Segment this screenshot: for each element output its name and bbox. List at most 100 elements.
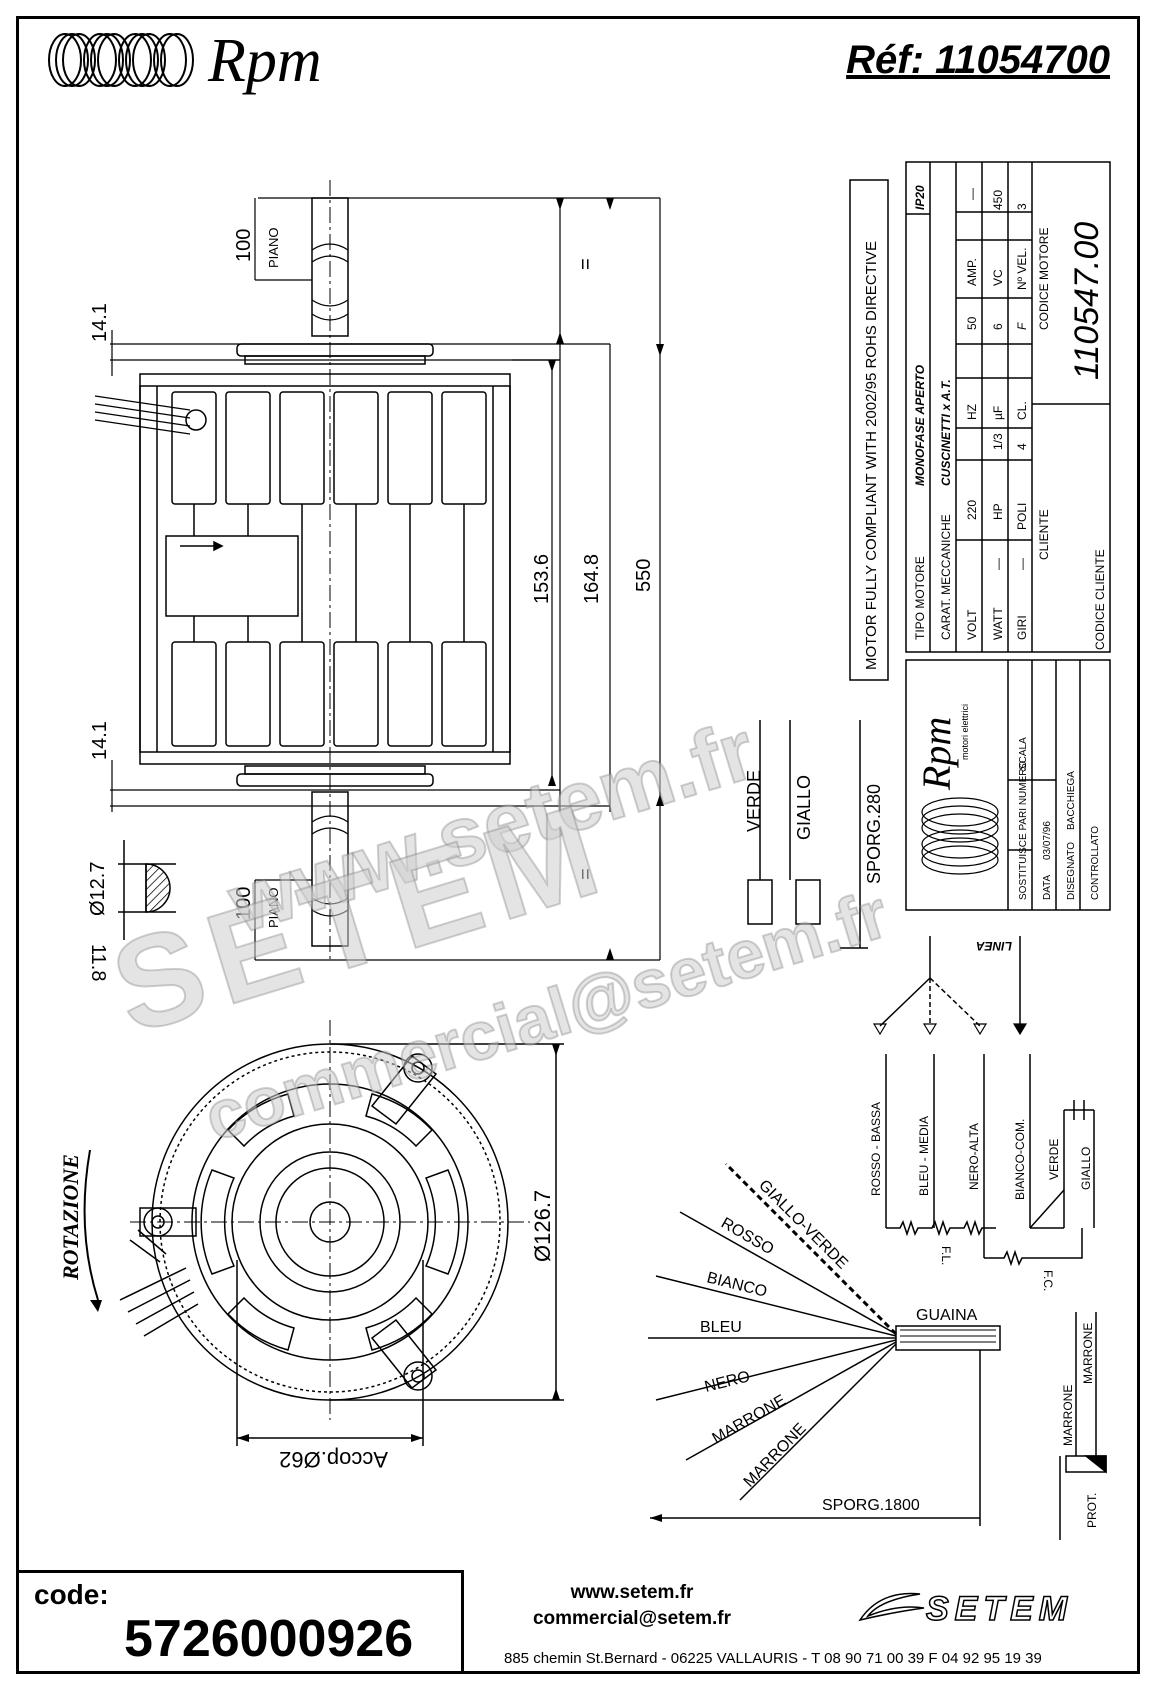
motor-side-view (94, 180, 511, 960)
dim-14-1-top: 14.1 (89, 303, 111, 342)
address: 885 chemin St.Bernard - 06225 VALLAURIS … (504, 1650, 1042, 1667)
wiring-arrows (872, 1023, 1028, 1036)
spec-tipo-value: MONOFASE APERTO (913, 364, 927, 486)
wire-nero-alta: NERO-ALTA (967, 1123, 981, 1190)
tb-data-value: 03/07/96 (1042, 821, 1053, 860)
spec-nvel-value: 3 (1015, 203, 1029, 210)
spec-giri-value: — (1015, 558, 1029, 570)
wire-fc: F.C. (1041, 1270, 1055, 1291)
spec-codice-motore-label: CODICE MOTORE (1037, 228, 1051, 330)
cable-arrow (650, 1514, 662, 1522)
prot-marrone-2: MARRONE (1081, 1323, 1095, 1384)
code-box: code: 5726000926 (16, 1570, 464, 1674)
dim-14-1-bottom: 14.1 (89, 721, 111, 760)
spec-uf-value: 6 (991, 323, 1005, 330)
tb-data-label: DATA (1042, 874, 1053, 900)
prot-label: PROT. (1085, 1493, 1099, 1528)
spec-codice-motore-value: 110547.00 (1068, 222, 1106, 380)
dimension-lines (110, 197, 661, 961)
setem-swoosh-icon (858, 1592, 925, 1622)
spec-amp-value: — (965, 188, 979, 200)
spec-ip: IP20 (913, 185, 927, 210)
tb-brand-sub: motori elettrici (960, 704, 970, 760)
cable-sporg-1800: SPORG.1800 (822, 1497, 920, 1514)
tb-scala-label: SCALA (1018, 737, 1029, 770)
rpm-coil-logo (48, 33, 194, 87)
wire-giallo: GIALLO (1079, 1147, 1093, 1190)
tb-coil-logo (921, 797, 999, 875)
spec-poli-label: POLI (1015, 503, 1029, 530)
code-value: 5726000926 (124, 1610, 414, 1668)
wiring-diagram (879, 936, 1095, 1267)
wire-rosso-bassa: ROSSO - BASSA (869, 1102, 883, 1196)
dimension-arrows (548, 198, 664, 960)
lead-giallo: GIALLO (794, 775, 814, 840)
cable-marrone-1: MARRONE (710, 1392, 789, 1448)
dim-550: 550 (633, 559, 655, 592)
compliance-text: MOTOR FULLY COMPLIANT WITH 2002/95 ROHS … (863, 241, 880, 670)
spec-hz-value: 50 (965, 316, 979, 330)
spec-amp-label: AMP. (965, 258, 979, 286)
dim-eq-bottom: = (575, 868, 597, 880)
tb-disegnato-value: BACCHIEGA (1066, 771, 1077, 830)
spec-codice-cliente-label: CODICE CLIENTE (1093, 549, 1107, 650)
spec-carat-label: CARAT. MECCANICHE (939, 514, 953, 640)
spec-carat-value: CUSCINETTI x A.T. (939, 379, 953, 486)
wire-bleu-media: BLEU - MEDIA (917, 1116, 931, 1196)
tb-brand: Rpm (914, 717, 959, 791)
lead-sporg-280: SPORG.280 (864, 784, 884, 884)
wire-verde: VERDE (1047, 1139, 1061, 1180)
dim-12-7: Ø12.7 (87, 862, 109, 916)
spec-watt-value: — (991, 558, 1005, 570)
spec-hp-label: HP (991, 503, 1005, 520)
dim-100-top: 100 (233, 229, 255, 262)
spec-tipo-label: TIPO MOTORE (913, 556, 927, 640)
spec-cl-label: CL. (1015, 401, 1029, 420)
dim-piano-top: PIANO (266, 228, 281, 268)
setem-logo: SETEM (925, 1589, 1074, 1629)
email-link[interactable]: commercial@setem.fr (532, 1607, 732, 1629)
footer: code: 5726000926 www.setem.fr commercial… (16, 1570, 1140, 1674)
spec-nvel-label: Nº VEL. (1015, 248, 1029, 290)
compliance-box (849, 179, 889, 681)
dim-153-6: 153.6 (531, 554, 553, 604)
brand-name: Rpm (208, 27, 322, 95)
cable-fan (648, 1162, 1001, 1526)
reference-number: Réf: 11054700 (846, 38, 1110, 82)
prot-diagram (1059, 1312, 1107, 1540)
code-label: code: (34, 1579, 109, 1610)
motor-front-view (83, 1020, 564, 1446)
shaft-section (118, 840, 176, 940)
spec-poli-value: 4 (1015, 443, 1029, 450)
front-view-arrows (90, 1044, 560, 1442)
spec-cliente-label: CLIENTE (1037, 509, 1051, 560)
cable-marrone-2: MARRONE (741, 1420, 810, 1491)
tb-disegnato-label: DISEGNATO (1066, 842, 1077, 900)
spec-vc-value: 450 (991, 190, 1005, 210)
dim-126-7: Ø126.7 (530, 1190, 555, 1262)
dim-eq-top: = (575, 258, 597, 270)
rotazione-label: ROTAZIONE (58, 1154, 83, 1281)
tb-controllato-label: CONTROLLATO (1090, 826, 1101, 900)
wire-fl: F.L. (939, 1246, 953, 1265)
cable-rosso: ROSSO (718, 1215, 777, 1259)
cable-guaina: GUAINA (916, 1307, 978, 1324)
dim-piano-bottom: PIANO (266, 888, 281, 928)
spec-vc-label: VC (991, 269, 1005, 286)
lead-verde: VERDE (744, 770, 764, 832)
spec-table (905, 161, 1111, 911)
wire-bianco-com: BIANCO-COM. (1013, 1119, 1027, 1200)
dim-164-8: 164.8 (581, 554, 603, 604)
prot-marrone-1: MARRONE (1061, 1385, 1075, 1446)
spec-hp-value: 1/3 (991, 433, 1005, 450)
wire-linea: LINEA (976, 939, 1012, 953)
website-link[interactable]: www.setem.fr (570, 1582, 694, 1603)
cable-nero: NERO (703, 1368, 752, 1396)
dim-100-bottom: 100 (233, 887, 255, 920)
spec-volt-value: 220 (965, 500, 979, 520)
contact-block: www.setem.fr commercial@setem.fr (482, 1580, 782, 1631)
spec-uf-label: µF (991, 406, 1005, 420)
spec-giri-label: GIRI (1015, 615, 1029, 640)
spec-watt-label: WATT (991, 607, 1005, 640)
